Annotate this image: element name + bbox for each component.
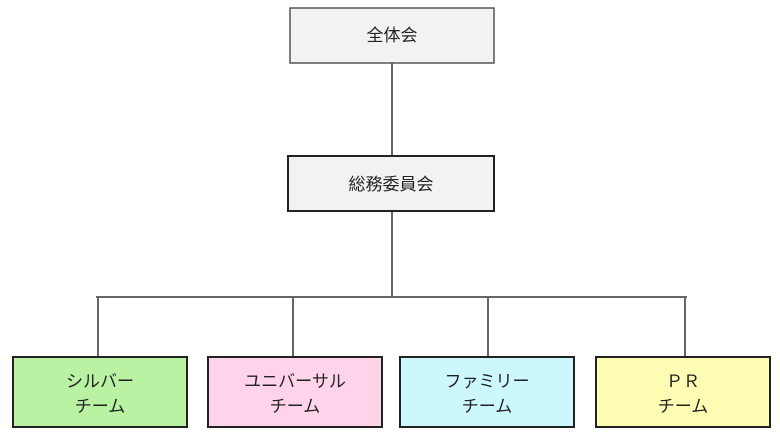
node-team-universal-label-line2: チーム bbox=[270, 397, 321, 417]
node-team-family: ファミリー チーム bbox=[399, 356, 575, 428]
node-team-silver-box bbox=[12, 356, 188, 428]
node-root-box bbox=[289, 7, 495, 64]
node-committee-box bbox=[287, 155, 495, 212]
node-team-family-label-line2: チーム bbox=[462, 397, 513, 417]
node-team-silver: シルバー チーム bbox=[12, 356, 188, 428]
node-team-family-box bbox=[399, 356, 575, 428]
node-root: 全体会 bbox=[289, 7, 495, 64]
node-team-pr-box bbox=[595, 356, 771, 428]
node-team-pr-label-line2: チーム bbox=[658, 397, 709, 417]
node-team-pr: ＰＲ チーム bbox=[595, 356, 771, 428]
node-team-silver-label-line1: シルバー bbox=[66, 372, 134, 392]
node-team-silver-label-line2: チーム bbox=[75, 397, 126, 417]
node-root-label: 全体会 bbox=[367, 26, 418, 46]
node-team-family-label-line1: ファミリー bbox=[445, 372, 530, 392]
node-team-universal-label-line1: ユニバーサル bbox=[244, 372, 346, 392]
node-committee-label: 総務委員会 bbox=[349, 175, 434, 195]
connector-lines bbox=[96, 63, 687, 357]
node-team-pr-label-line1: ＰＲ bbox=[666, 372, 700, 392]
node-committee: 総務委員会 bbox=[287, 155, 495, 212]
node-team-universal-box bbox=[207, 356, 383, 428]
node-team-universal: ユニバーサル チーム bbox=[207, 356, 383, 428]
